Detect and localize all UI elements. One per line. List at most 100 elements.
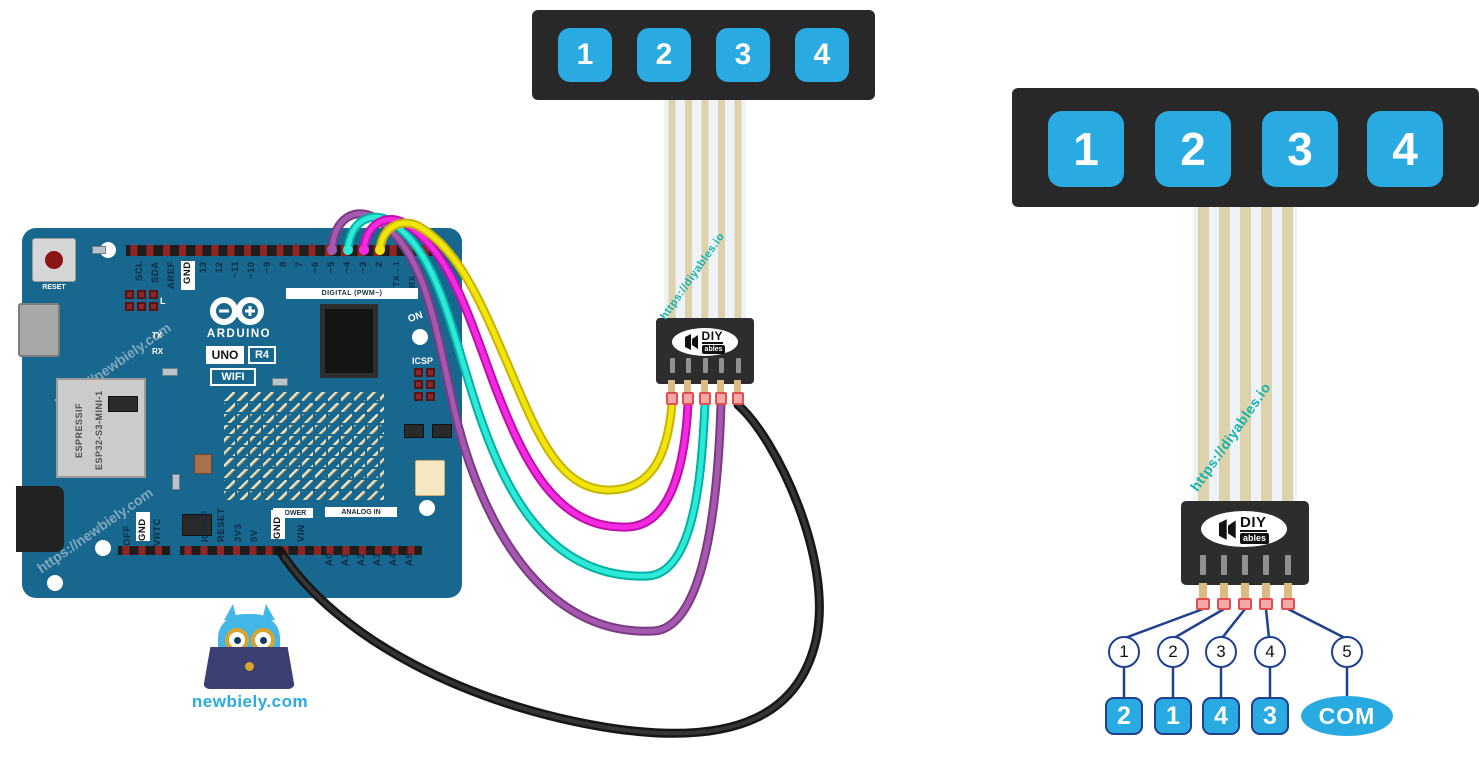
mounting-hole [47,575,63,591]
wire-crimp [1238,598,1252,610]
pin-label-gnd: GND [181,261,195,290]
reset-label: RESET [42,284,66,291]
wire-crimp [1196,598,1210,610]
reset-button-cap [45,251,63,269]
connector-pin-leg [1241,583,1249,601]
reset-button [32,238,76,282]
keypad-1x4-left: 1 2 3 4 [532,10,875,100]
wire-crimp [732,392,744,405]
connector-slot [736,358,741,373]
wire-crimp [699,392,711,405]
diyables-logo-ables: ables [1239,532,1269,544]
site-brand: newbiely.com [191,692,309,711]
pinout-pin-number-2: 2 [1157,636,1189,668]
smd-component [108,396,138,412]
smd-component [194,454,212,474]
pinout-label-key3: 3 [1251,697,1289,735]
connector-slot [670,358,675,373]
connector-pin-leg [1199,583,1207,601]
model-r4: R4 [248,346,276,364]
module-brand: ESPRESSIF [74,402,84,458]
pin-label-a5: A5 [404,552,415,566]
model-wifi: WIFI [210,368,256,386]
smd-component [182,514,212,536]
connector-slot [1221,555,1227,575]
mcu-chip [320,304,378,378]
pin-label-a1: A1 [340,552,351,566]
pinout-label-com: COM [1301,696,1393,736]
keypad-key-1: 1 [558,28,612,82]
connector-slot [1285,555,1291,575]
mounting-hole [95,540,111,556]
pinout-pin-number-4: 4 [1254,636,1286,668]
connector-slot [1242,555,1248,575]
qwiic-connector [415,460,445,496]
diyables-logo-diy: DIY [701,329,724,344]
connector-slot [719,358,724,373]
pin-label-reset: RESET [216,507,227,542]
vrtc-header-pins [118,543,170,558]
pinout-label-key4: 4 [1202,697,1240,735]
smd-component [404,424,424,438]
pin-label-vrtc: VRTC [152,518,163,546]
icsp-pin-block [414,368,435,401]
smd-component [172,474,180,490]
wire-crimp [715,392,727,405]
connector-pin-leg [1262,583,1270,601]
wire-crimp [682,392,694,405]
arduino-board: https://newbiely.com https://newbiely.co… [16,228,462,598]
header-pin-block [125,290,158,311]
connector-slot [703,358,708,373]
keypad-key-4: 4 [795,28,849,82]
pin-label-a3: A3 [372,552,383,566]
hatch-pad-area [222,390,384,502]
connector-slot [1263,555,1269,575]
diyables-logo-diy: DIY [1239,513,1267,532]
pinout-label-key1: 1 [1154,697,1192,735]
module-part-number: ESP32-S3-MINI-1 [94,390,104,470]
pin-label-vin: VIN [296,524,307,542]
pin-label-gnd3: GND [271,510,285,539]
pinout-pin-number-5: 5 [1331,636,1363,668]
pin-label-8: 8 [278,261,289,267]
pin-label-a0: A0 [324,552,335,566]
keypad-key-2: 2 [1155,111,1231,187]
icsp-label: ICSP [412,356,434,366]
led-l-label: L [160,296,166,306]
rx-label: RX [152,347,164,356]
connector-pin-leg [734,380,741,397]
smd-component [432,424,452,438]
connector-slot [1200,555,1206,575]
wire-crimp [1281,598,1295,610]
owl-laptop-logo [245,662,254,671]
pin-label-3v3: 3V3 [233,523,244,542]
owl-pupil [234,637,241,644]
wire-crimp [1259,598,1273,610]
smd-component [272,378,288,386]
pin-label-5v: 5V [249,529,260,542]
keypad-1x4-right: 1 2 3 4 [1012,88,1479,207]
arduino-logo-icon [210,297,264,325]
pin-label-7: 7 [294,261,305,267]
smd-component [92,246,106,254]
tx-label: TX [152,331,163,340]
pin-label-gnd2: GND [136,512,150,541]
usb-port [18,303,60,357]
connector-pin-leg [1284,583,1292,601]
arduino-brand: ARDUINO [206,328,272,340]
smd-component [162,368,178,376]
pinout-pin-number-1: 1 [1108,636,1140,668]
keypad-key-2: 2 [637,28,691,82]
pinout-pin-number-3: 3 [1205,636,1237,668]
diyables-logo-icon [1218,518,1236,540]
pinout-label-key2: 2 [1105,697,1143,735]
esp32-module: ESPRESSIF ESP32-S3-MINI-1 [56,378,146,478]
keypad-ribbon-cable [664,100,746,318]
model-uno: UNO [206,346,244,364]
pin-label-a2: A2 [356,552,367,566]
